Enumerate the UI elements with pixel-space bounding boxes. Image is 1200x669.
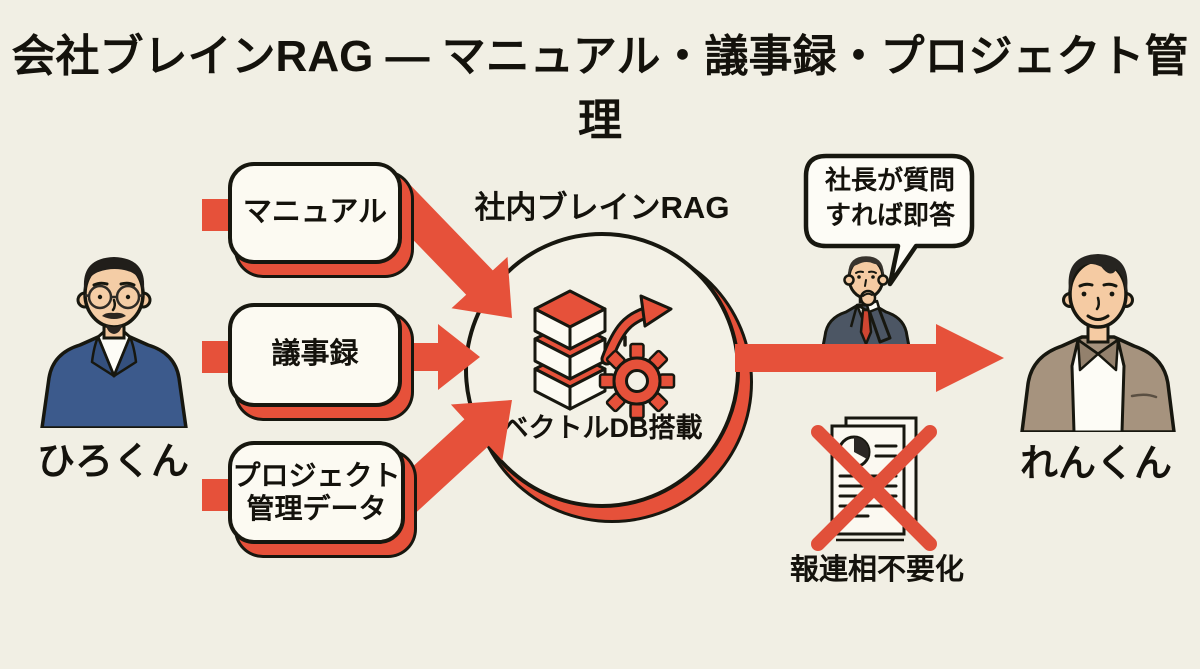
- ren-hair: [1068, 254, 1128, 291]
- flow-arrow-project-to-rag: [377, 400, 512, 526]
- president-eye: [871, 275, 875, 279]
- hiro-lapel-right: [112, 335, 138, 378]
- ren-eyebrow: [1102, 282, 1118, 288]
- hiro-illustration: [40, 257, 188, 428]
- source-box-project-label: プロジェクト 管理データ: [232, 460, 401, 524]
- ren-lapel-left: [1076, 338, 1100, 372]
- source-box-project: プロジェクト 管理データ: [228, 441, 405, 544]
- rag-circle: [464, 232, 740, 508]
- diagram-title: 会社ブレインRAG ― マニュアル・議事録・プロジェクト管理: [11, 32, 1189, 145]
- hiro-eye: [97, 294, 103, 300]
- hiro-label: ひろくん: [36, 441, 189, 483]
- ren-eye: [1109, 291, 1115, 297]
- president-eyebrow: [868, 270, 877, 274]
- ren-lapel-right: [1096, 338, 1120, 372]
- connector-stub-manual: [202, 199, 229, 231]
- ren-pocket-line: [1130, 393, 1158, 399]
- hiro-lapel-left: [90, 335, 116, 378]
- president-eyebrow: [855, 270, 864, 274]
- source-box-minutes-label: 議事録: [271, 338, 359, 371]
- ren-eye: [1081, 291, 1087, 297]
- source-box-manual: マニュアル: [228, 162, 402, 264]
- ren-nose: [1095, 296, 1101, 311]
- president-ear: [843, 274, 855, 286]
- hiro-eyebrow: [119, 281, 136, 287]
- speech-bubble-text: 社長が質問 すれば即答: [824, 165, 955, 231]
- hiro-hair: [83, 257, 145, 289]
- crossed-document-icon: [811, 416, 937, 551]
- database-stack-icon: [533, 289, 607, 411]
- source-box-manual-label: マニュアル: [242, 196, 388, 229]
- president-cuff: [865, 299, 881, 314]
- speech-bubble: [803, 153, 975, 287]
- president-eye: [857, 275, 861, 279]
- document-pie-slice: [854, 437, 869, 459]
- president-nose: [864, 279, 867, 287]
- connector-stub-project: [202, 479, 229, 511]
- ren-smile: [1086, 314, 1110, 321]
- flow-arrow-rag-to-ren: [735, 324, 1004, 392]
- hiro-eye: [125, 294, 131, 300]
- ren-illustration: [1020, 254, 1176, 432]
- ren-eyebrow: [1078, 282, 1094, 288]
- gear-icon: [598, 342, 676, 420]
- hiro-glasses: [84, 284, 144, 310]
- ren-label: れんくん: [1019, 443, 1172, 485]
- curved-arrow-icon: [600, 294, 673, 366]
- president-thumb: [862, 292, 873, 297]
- rag-caption: ベクトルDB搭載: [501, 413, 703, 443]
- hiro-nose: [111, 298, 117, 312]
- hiro-mustache: [102, 312, 126, 319]
- red-x-icon: [811, 425, 937, 551]
- president-hair: [848, 256, 884, 275]
- hiro-eyebrow: [92, 281, 109, 287]
- outcome-label: 報連相不要化: [789, 554, 964, 586]
- hiro-goatee: [106, 324, 122, 334]
- vector-db-icon-group: [533, 289, 676, 420]
- president-ear: [877, 274, 889, 286]
- president-lapel: [849, 304, 859, 328]
- speech-bubble-shape: [803, 153, 975, 287]
- flow-arrow-manual-to-rag: [378, 179, 512, 318]
- flow-arrow-minutes-to-rag: [396, 324, 480, 390]
- rag-circle-title: 社内ブレインRAG: [474, 190, 730, 225]
- connector-stub-minutes: [202, 341, 229, 373]
- source-box-minutes: 議事録: [228, 303, 402, 407]
